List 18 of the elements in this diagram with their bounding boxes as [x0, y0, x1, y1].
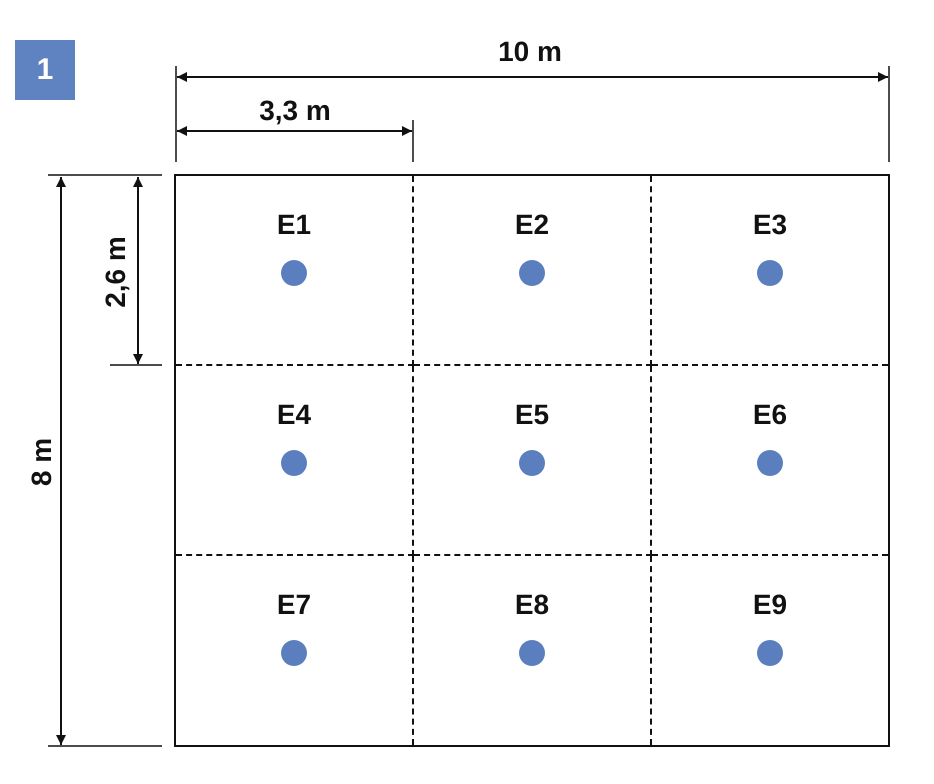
dimension-label: 2,6 m: [100, 236, 132, 308]
zone-label: E3: [752, 209, 788, 241]
zone-label: E7: [276, 589, 312, 621]
zone-cell: [414, 366, 652, 556]
dimension-label: 10 m: [498, 36, 562, 68]
zone-label: E6: [752, 399, 788, 431]
figure-number: 1: [15, 40, 75, 100]
zone-label: E1: [276, 209, 312, 241]
zone-label: E2: [514, 209, 550, 241]
zone-cell: [176, 366, 414, 556]
zone-label: E9: [752, 589, 788, 621]
zone-label: E4: [276, 399, 312, 431]
zone-label: E5: [514, 399, 550, 431]
zone-label: E8: [514, 589, 550, 621]
zone-cell: [414, 176, 652, 366]
dimension-label: 8 m: [26, 438, 58, 486]
dimension-label: 3,3 m: [259, 95, 331, 127]
zone-cell: [176, 176, 414, 366]
